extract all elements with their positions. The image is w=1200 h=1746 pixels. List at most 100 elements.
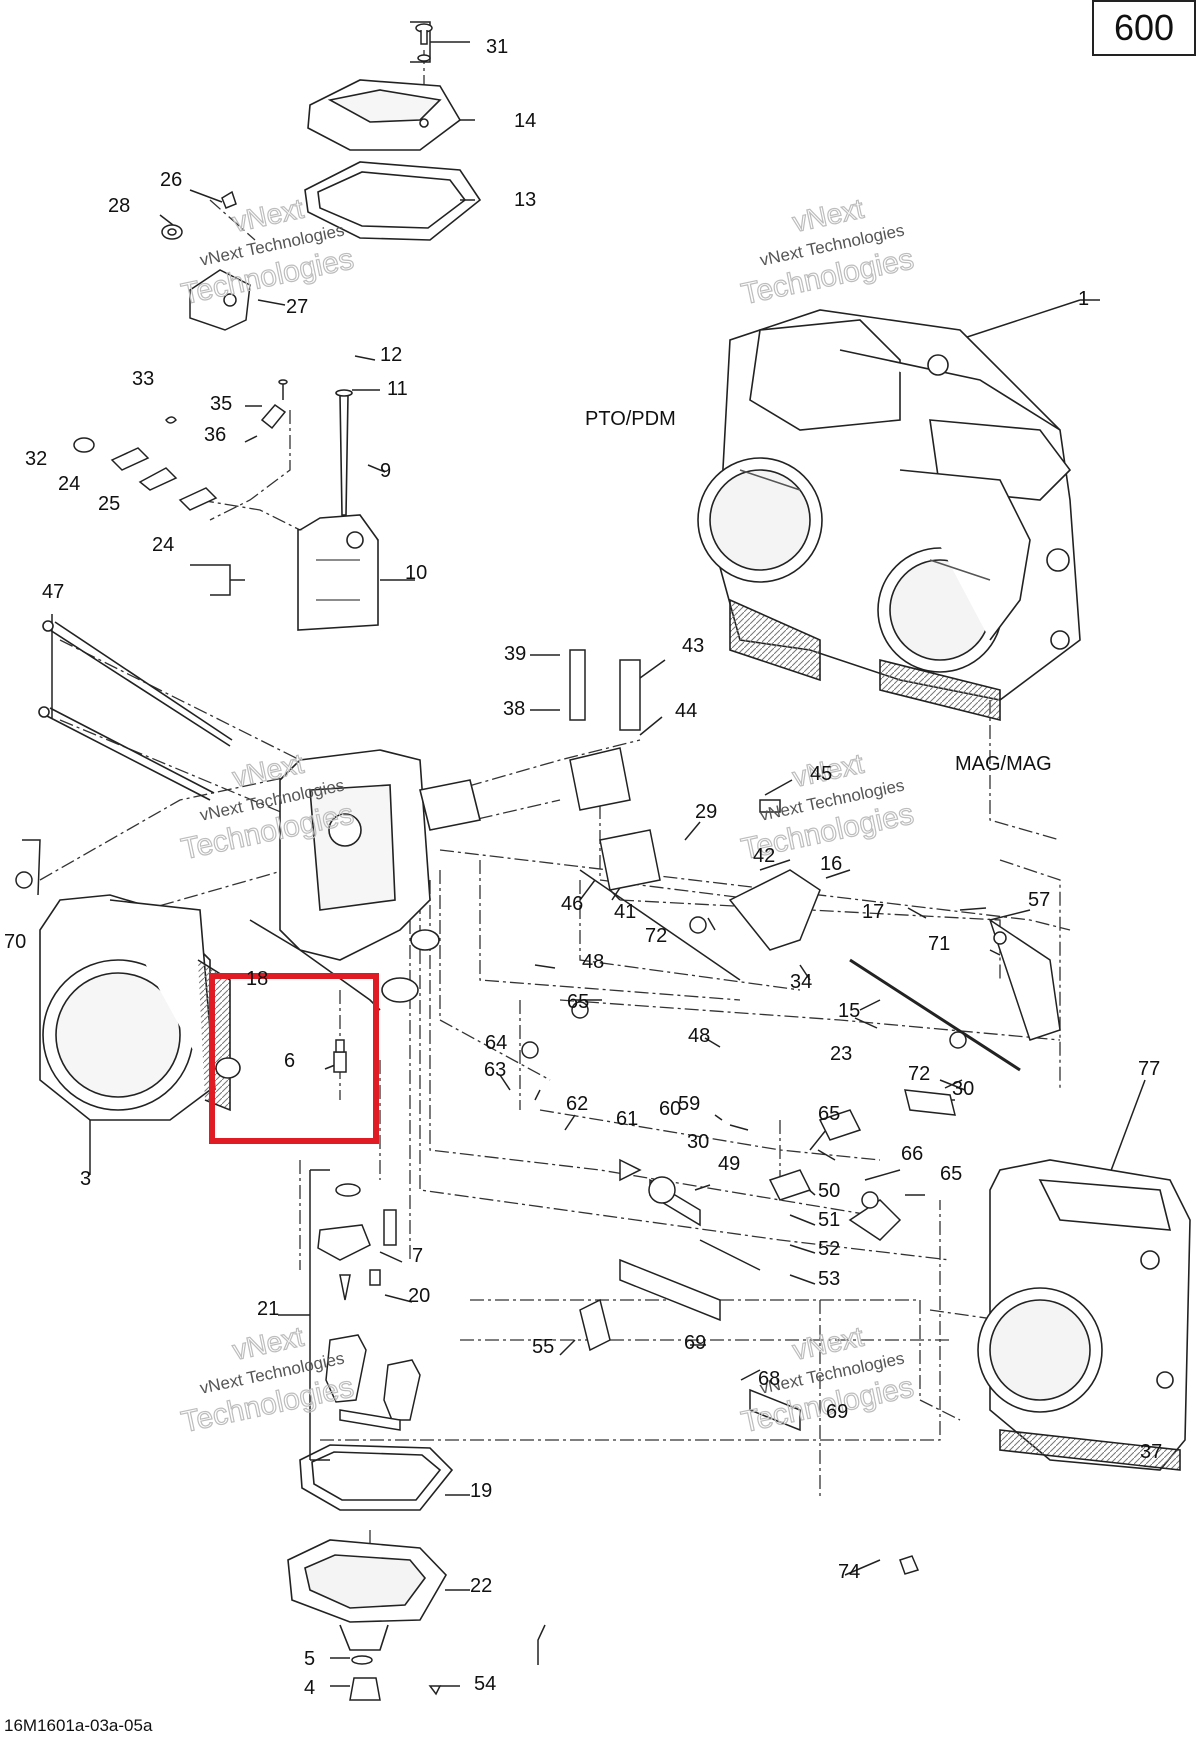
part-number-label: 22 xyxy=(470,1575,492,1597)
figure-reference: 16M1601a-03a-05a xyxy=(4,1716,153,1735)
linkage-parts xyxy=(73,379,288,511)
part-number-label: 32 xyxy=(25,448,47,470)
part-number-label: 28 xyxy=(108,195,130,217)
part-number-label: 21 xyxy=(257,1298,279,1320)
choke-lever-parts xyxy=(161,190,251,331)
part-number-label: 65 xyxy=(940,1163,962,1185)
part-number-label: 46 xyxy=(561,893,583,915)
part-number-label: 26 xyxy=(160,169,182,191)
part-number-label: 72 xyxy=(908,1063,930,1085)
part-number-label: 27 xyxy=(286,296,308,318)
carburetor-lower-right xyxy=(977,1159,1191,1471)
part-number-label: 35 xyxy=(210,393,232,415)
part-number-label: 38 xyxy=(503,698,525,720)
part-number-label: 69 xyxy=(826,1401,848,1423)
jets xyxy=(333,1039,442,1701)
part-number-label: 30 xyxy=(687,1131,709,1153)
part-number-label: 5 xyxy=(304,1648,315,1670)
part-number-label: 29 xyxy=(695,801,717,823)
part-number-label: 31 xyxy=(486,36,508,58)
part-number-label: 44 xyxy=(675,700,697,722)
screw-31 xyxy=(415,23,433,62)
part-number-label: 10 xyxy=(405,562,427,584)
part-number-label: 71 xyxy=(928,933,950,955)
part-number-label: 6 xyxy=(284,1050,295,1072)
part-number-label: 49 xyxy=(718,1153,740,1175)
part-number-label: 24 xyxy=(58,473,80,495)
gasket-19 xyxy=(299,1444,454,1511)
part-number-label: 65 xyxy=(818,1103,840,1125)
jet-needle-9 xyxy=(335,389,353,516)
page-code-box: 600 xyxy=(1092,0,1196,56)
pto-label: PTO/PDM xyxy=(585,408,676,430)
part-number-label: 48 xyxy=(688,1025,710,1047)
highlight-box-part-6[interactable] xyxy=(209,973,379,1144)
top-cover-14 xyxy=(307,79,462,151)
part-number-label: 55 xyxy=(532,1336,554,1358)
part-number-label: 11 xyxy=(387,378,408,400)
part-number-label: 13 xyxy=(514,189,536,211)
part-number-label: 4 xyxy=(304,1677,315,1699)
part-number-label: 51 xyxy=(818,1209,840,1231)
linkage-shaft-parts xyxy=(15,649,1061,1575)
part-number-label: 1 xyxy=(1078,288,1089,310)
part-number-label: 12 xyxy=(380,344,402,366)
part-number-label: 61 xyxy=(616,1108,638,1130)
part-number-label: 9 xyxy=(380,460,391,482)
part-number-label: 16 xyxy=(820,853,842,875)
part-number-label: 7 xyxy=(412,1245,423,1267)
float-bowl-22 xyxy=(287,1539,447,1651)
part-number-label: 39 xyxy=(504,643,526,665)
part-callouts: 1345679101112131415161718192021222324242… xyxy=(4,36,1162,1699)
part-number-label: 60 xyxy=(659,1098,681,1120)
mag-label: MAG/MAG xyxy=(955,753,1052,775)
part-number-label: 17 xyxy=(862,901,884,923)
through-bolts-47 xyxy=(38,620,233,801)
page-code: 600 xyxy=(1113,7,1175,48)
part-number-label: 68 xyxy=(758,1368,780,1390)
carburetor-body xyxy=(249,749,481,1011)
part-number-label: 33 xyxy=(132,368,154,390)
part-number-label: 41 xyxy=(614,901,636,923)
part-number-label: 48 xyxy=(582,951,604,973)
part-number-label: 47 xyxy=(42,581,64,603)
part-number-label: 42 xyxy=(753,845,775,867)
carburetor-pair-top xyxy=(697,309,1081,722)
part-number-label: 59 xyxy=(678,1093,700,1115)
part-number-label: 36 xyxy=(204,424,226,446)
part-number-label: 37 xyxy=(1140,1441,1162,1463)
part-number-label: 53 xyxy=(818,1268,840,1290)
part-number-label: 19 xyxy=(470,1480,492,1502)
gasket-13 xyxy=(304,161,482,241)
part-number-label: 74 xyxy=(838,1561,860,1583)
part-number-label: 34 xyxy=(790,971,812,993)
part-number-label: 54 xyxy=(474,1673,496,1695)
part-number-label: 45 xyxy=(810,763,832,785)
part-number-label: 69 xyxy=(684,1332,706,1354)
part-number-label: 14 xyxy=(514,110,536,132)
part-number-label: 72 xyxy=(645,925,667,947)
part-number-label: 65 xyxy=(567,991,589,1013)
part-number-label: 66 xyxy=(901,1143,923,1165)
part-number-label: 15 xyxy=(838,1000,860,1022)
part-number-label: 30 xyxy=(952,1078,974,1100)
part-number-label: 24 xyxy=(152,534,174,556)
throttle-slide-10 xyxy=(297,514,379,631)
part-number-label: 64 xyxy=(485,1032,507,1054)
part-number-label: 62 xyxy=(566,1093,588,1115)
part-number-label: 25 xyxy=(98,493,120,515)
floats-21 xyxy=(317,1183,421,1431)
part-number-label: 77 xyxy=(1138,1058,1160,1080)
part-number-label: 3 xyxy=(80,1168,91,1190)
part-number-label: 57 xyxy=(1028,889,1050,911)
part-number-label: 70 xyxy=(4,931,26,953)
part-number-label: 23 xyxy=(830,1043,852,1065)
part-number-label: 43 xyxy=(682,635,704,657)
part-number-label: 52 xyxy=(818,1238,840,1260)
part-number-label: 20 xyxy=(408,1285,430,1307)
